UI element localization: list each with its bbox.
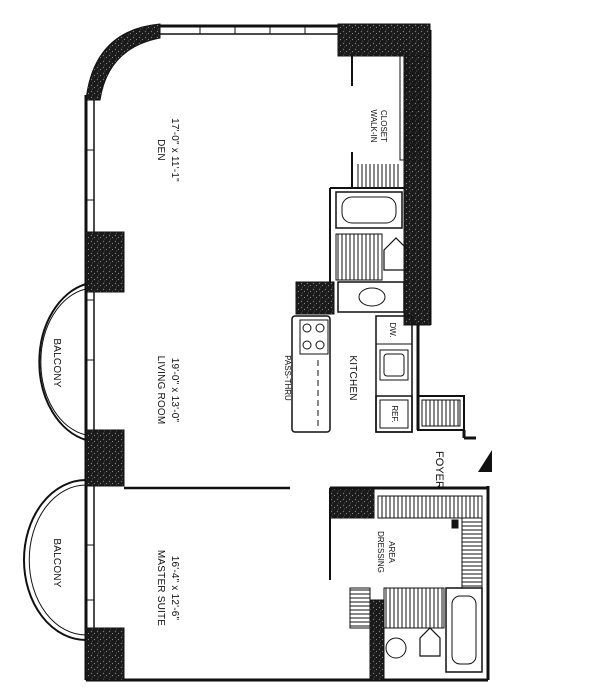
master-suite-name: MASTER SUITE: [155, 550, 166, 626]
dressing-area-line2: AREA: [387, 541, 396, 563]
living-room-label: LIVING ROOM 19'-0" x 13'-0": [155, 356, 180, 425]
den-size: 17'-0" x 11'-1": [169, 118, 180, 182]
dressing-area-line1: DRESSING: [376, 531, 385, 573]
master-bath: [349, 495, 483, 673]
entry-arrow-icon: [478, 450, 492, 472]
kitchen-fixtures: [291, 315, 413, 433]
dishwasher-label: DW.: [388, 322, 397, 337]
walk-in-closet: [351, 55, 424, 188]
foyer-label: FOYER: [433, 451, 445, 489]
interior-walls: [124, 486, 488, 580]
den-name: DEN: [155, 139, 166, 161]
balconies: [23, 283, 87, 641]
dressing-area-label: DRESSING AREA: [376, 531, 396, 573]
windows: [86, 26, 306, 601]
pass-thru-label: PASS-THRU: [283, 355, 292, 401]
bathroom-1: [329, 187, 409, 313]
walk-in-closet-line2: CLOSET: [379, 110, 388, 142]
master-suite-size: 16'-4" x 12'-6": [169, 556, 180, 621]
refrigerator-label: REF.: [390, 405, 399, 422]
walk-in-closet-line1: WALK-IN: [369, 109, 378, 142]
master-suite-label: MASTER SUITE 16'-4" x 12'-6": [155, 550, 180, 626]
balcony-bottom-label: BALCONY: [51, 538, 62, 587]
living-room-name: LIVING ROOM: [155, 356, 166, 425]
balcony-top-label: BALCONY: [51, 338, 62, 387]
den-label: DEN 17'-0" x 11'-1": [155, 118, 180, 182]
walk-in-closet-label: WALK-IN CLOSET: [369, 109, 388, 142]
foyer-area: [417, 395, 476, 440]
living-room-size: 19'-0" x 13'-0": [169, 358, 180, 423]
kitchen-label: KITCHEN: [347, 355, 358, 400]
